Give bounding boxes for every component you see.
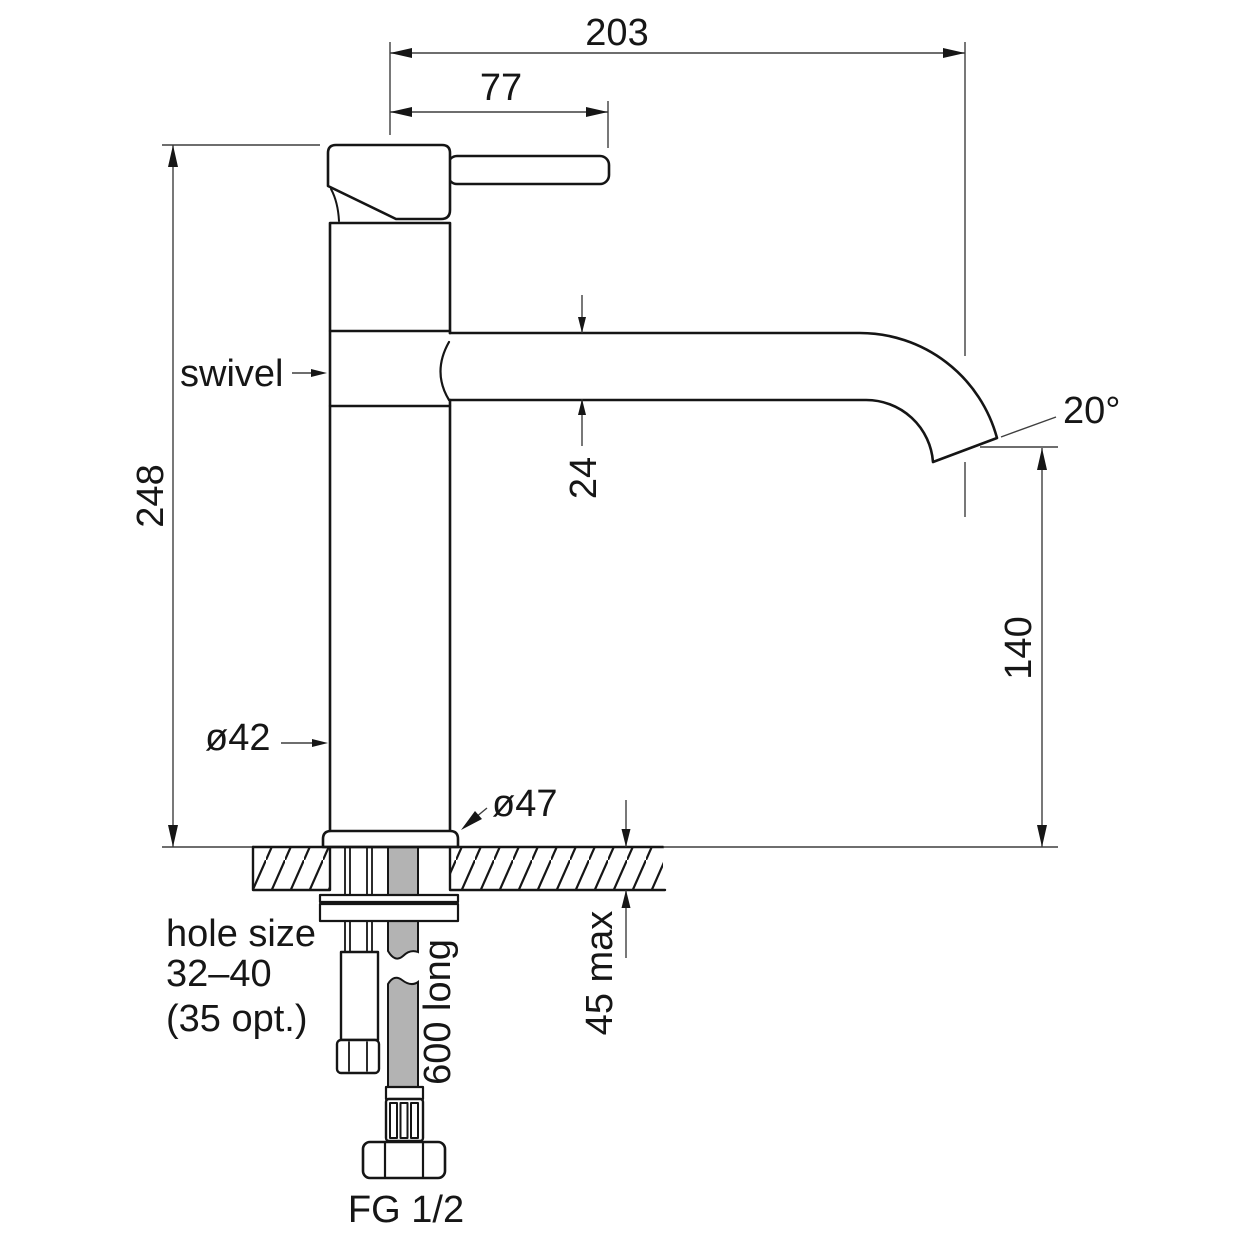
rod-sleeve (339, 950, 380, 1042)
hole-size-label-line2: 32–40 (166, 953, 272, 995)
swivel-label: swivel (180, 353, 283, 395)
dim-total-width-label: 203 (585, 12, 648, 54)
hose-length-label: 600 long (417, 939, 459, 1085)
body-diameter-label: ø42 (205, 717, 270, 759)
faucet-body (328, 221, 452, 833)
arrowheads (168, 48, 1047, 908)
dim-spout-tube-label: 24 (563, 457, 605, 499)
hose-collar (384, 1085, 425, 1101)
swivel-joint-lines (328, 329, 452, 408)
mounting-plate (318, 893, 460, 923)
dim-body-height-label: 248 (130, 464, 172, 527)
dimension-lines (162, 42, 1058, 958)
dim-outlet-height-label: 140 (998, 616, 1040, 679)
deck-outline (251, 845, 667, 892)
deck-hatch-left (253, 847, 330, 890)
spout-angle-label: 20° (1063, 390, 1120, 432)
supply-hose-lower (387, 976, 419, 1089)
deck-thickness-label: 45 max (579, 911, 621, 1036)
dim-handle-reach-label: 77 (480, 67, 522, 109)
hose-braid (384, 1097, 425, 1143)
hose-hex-nut (361, 1140, 447, 1180)
rod-nut (335, 1038, 381, 1075)
hole-size-label-line3: (35 opt.) (166, 998, 308, 1040)
base-flange (321, 829, 460, 849)
faucet-handle-lever (446, 154, 611, 186)
spout-root-arc (439, 340, 451, 402)
flange-diameter-label: ø47 (492, 783, 557, 825)
spout (448, 331, 999, 464)
handle-neck-arc (330, 188, 340, 222)
thread-size-label: FG 1/2 (348, 1189, 464, 1231)
deck-hatch-right (450, 847, 663, 890)
hole-size-label-line1: hole size (166, 913, 316, 955)
faucet-handle-head (326, 143, 452, 221)
countertop-deck (251, 845, 667, 892)
